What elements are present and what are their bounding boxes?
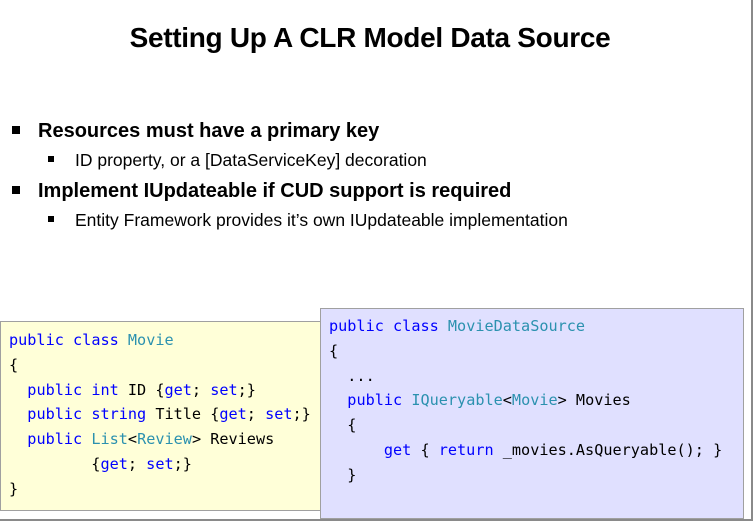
code-text: <	[502, 391, 512, 410]
code-text	[119, 331, 128, 349]
code-text	[64, 331, 73, 349]
code-keyword: class	[393, 317, 439, 335]
sub-bullet-item: Entity Framework provides it’s own IUpda…	[0, 206, 740, 236]
code-type-name: List	[91, 430, 128, 449]
code-line: {	[9, 353, 321, 378]
code-keyword: public	[329, 317, 384, 335]
code-keyword: get	[100, 454, 128, 473]
code-text: ...	[329, 366, 375, 385]
code-text	[402, 391, 411, 409]
code-text	[329, 441, 384, 459]
code-keyword: string	[91, 405, 147, 424]
code-keyword: class	[73, 331, 119, 349]
bullet-item: Implement IUpdateable if CUD support is …	[0, 176, 740, 206]
code-type-name: Review	[137, 430, 192, 449]
code-text: <	[127, 430, 138, 449]
code-text	[82, 405, 91, 423]
code-keyword: return	[438, 440, 494, 459]
code-line: get { return _movies.AsQueryable(); }	[329, 438, 743, 463]
code-line: public int ID {get; set;}	[9, 378, 321, 403]
sub-bullet-square-icon	[48, 216, 54, 222]
code-keyword: public	[27, 405, 83, 424]
movie-data-source-code-box: public class MovieDataSource { ... public…	[320, 308, 744, 519]
code-text: > Movies	[557, 391, 631, 410]
code-type-name: MovieDataSource	[447, 317, 586, 335]
bullet-list: Resources must have a primary key ID pro…	[0, 116, 740, 236]
code-text: > Reviews	[191, 430, 275, 449]
sub-bullet-square-icon	[48, 156, 54, 162]
code-text	[9, 381, 27, 399]
code-text: }	[329, 465, 357, 484]
code-keyword: set	[265, 405, 293, 424]
code-text: _movies.AsQueryable(); }	[493, 440, 723, 459]
code-type-name: Movie	[127, 331, 174, 349]
code-keyword: public	[347, 391, 403, 410]
sub-bullet-text: ID property, or a [DataServiceKey] decor…	[75, 150, 427, 170]
code-text	[82, 381, 91, 399]
code-text: ;}	[237, 380, 256, 399]
code-line: ...	[329, 364, 743, 389]
code-keyword: set	[146, 454, 174, 473]
code-type-name: Movie	[511, 391, 558, 410]
bullet-text: Implement IUpdateable if CUD support is …	[38, 180, 512, 202]
code-line: }	[9, 477, 321, 502]
sub-bullet-text: Entity Framework provides it’s own IUpda…	[75, 210, 568, 230]
code-line: {	[329, 339, 743, 364]
code-text	[384, 317, 393, 335]
code-keyword: set	[210, 380, 238, 399]
code-text: {	[9, 355, 19, 374]
slide-title: Setting Up A CLR Model Data Source	[129, 22, 611, 53]
code-text	[439, 317, 448, 335]
code-text: ;	[246, 405, 266, 424]
code-text	[9, 405, 27, 423]
code-text: ;}	[173, 454, 192, 473]
code-keyword: public	[27, 380, 83, 399]
code-text: {	[329, 341, 339, 360]
code-text: ;	[127, 454, 147, 473]
code-line: public string Title {get; set;}	[9, 402, 321, 427]
sub-bullet-item: ID property, or a [DataServiceKey] decor…	[0, 146, 740, 176]
bullet-text: Resources must have a primary key	[38, 120, 380, 142]
code-keyword: int	[91, 380, 119, 399]
code-line: {get; set;}	[9, 452, 321, 477]
code-text	[82, 430, 91, 448]
code-text: {	[411, 440, 439, 459]
code-line: public List<Review> Reviews	[9, 427, 321, 452]
code-type-name: IQueryable	[411, 391, 503, 410]
bullet-item: Resources must have a primary key	[0, 116, 740, 146]
movie-class-code-box: public class Movie { public int ID {get; …	[0, 321, 322, 511]
code-keyword: public	[27, 430, 83, 449]
code-line: public class Movie	[9, 328, 321, 353]
code-text: ID {	[118, 380, 165, 399]
code-text	[9, 430, 27, 448]
bullet-square-icon	[12, 186, 20, 194]
code-keyword: get	[164, 380, 192, 399]
code-line: public IQueryable<Movie> Movies	[329, 388, 743, 413]
code-text: {	[329, 416, 357, 435]
code-keyword: public	[9, 331, 64, 349]
code-line: {	[329, 413, 743, 438]
code-text: Title {	[146, 405, 220, 424]
code-text: ;}	[292, 405, 311, 424]
bullet-square-icon	[12, 126, 20, 134]
code-text: {	[9, 454, 101, 473]
code-line: }	[329, 463, 743, 488]
code-keyword: get	[219, 405, 247, 424]
code-text	[329, 391, 347, 409]
code-line: public class MovieDataSource	[329, 314, 743, 339]
code-text: ;	[191, 380, 211, 399]
code-keyword: get	[383, 440, 412, 459]
code-text: }	[9, 479, 19, 498]
